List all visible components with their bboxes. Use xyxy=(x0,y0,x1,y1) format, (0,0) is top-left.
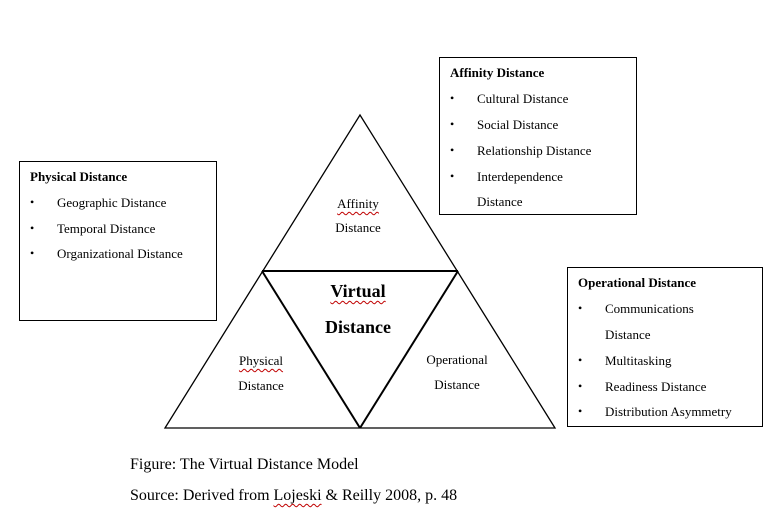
virtual-label: Virtual xyxy=(330,281,385,302)
affinity-distance-box: Affinity Distance • Cultural Distance • … xyxy=(439,57,637,215)
physical-triangle-label-2: Distance xyxy=(238,378,284,393)
physical-distance-box: Physical Distance • Geographic Distance … xyxy=(19,161,217,321)
bullet-icon: • xyxy=(578,301,583,315)
bullet-icon: • xyxy=(450,91,455,105)
bullet-icon: • xyxy=(578,353,583,367)
affinity-box-title: Affinity Distance xyxy=(450,65,545,80)
bullet-icon: • xyxy=(450,143,455,157)
affinity-triangle-label-2: Distance xyxy=(335,220,381,235)
virtual-label-line1: Virtual xyxy=(330,281,386,301)
bullet-icon: • xyxy=(30,195,35,209)
distance-center-label: Distance xyxy=(325,317,391,337)
operational-triangle-label: Operational xyxy=(426,352,488,367)
affinity-label-line1: Affinity xyxy=(337,196,379,211)
source-caption: Source: Derived from Lojeski & Reilly 20… xyxy=(130,487,458,504)
bullet-icon: • xyxy=(30,246,35,260)
physical-triangle-label: Physical xyxy=(239,353,283,369)
bullet-icon: • xyxy=(578,404,583,418)
operational-box-title: Operational Distance xyxy=(578,275,697,290)
inner-triangle-right-edge xyxy=(359,270,459,429)
bullet-icon: • xyxy=(30,221,35,235)
physical-label-line1: Physical xyxy=(238,353,284,368)
operational-distance-box: Operational Distance • Communications Di… xyxy=(567,267,763,427)
inner-triangle-left-edge xyxy=(261,270,361,429)
figure-caption: Figure: The Virtual Distance Model xyxy=(130,456,359,473)
bullet-icon: • xyxy=(450,117,455,131)
operational-triangle-label-2: Distance xyxy=(434,377,480,392)
bullet-icon: • xyxy=(450,169,455,183)
source-author: Lojeski xyxy=(273,487,322,504)
affinity-triangle-label: Affinity xyxy=(337,196,379,212)
bullet-icon: • xyxy=(578,379,583,393)
physical-box-title: Physical Distance xyxy=(30,169,128,184)
